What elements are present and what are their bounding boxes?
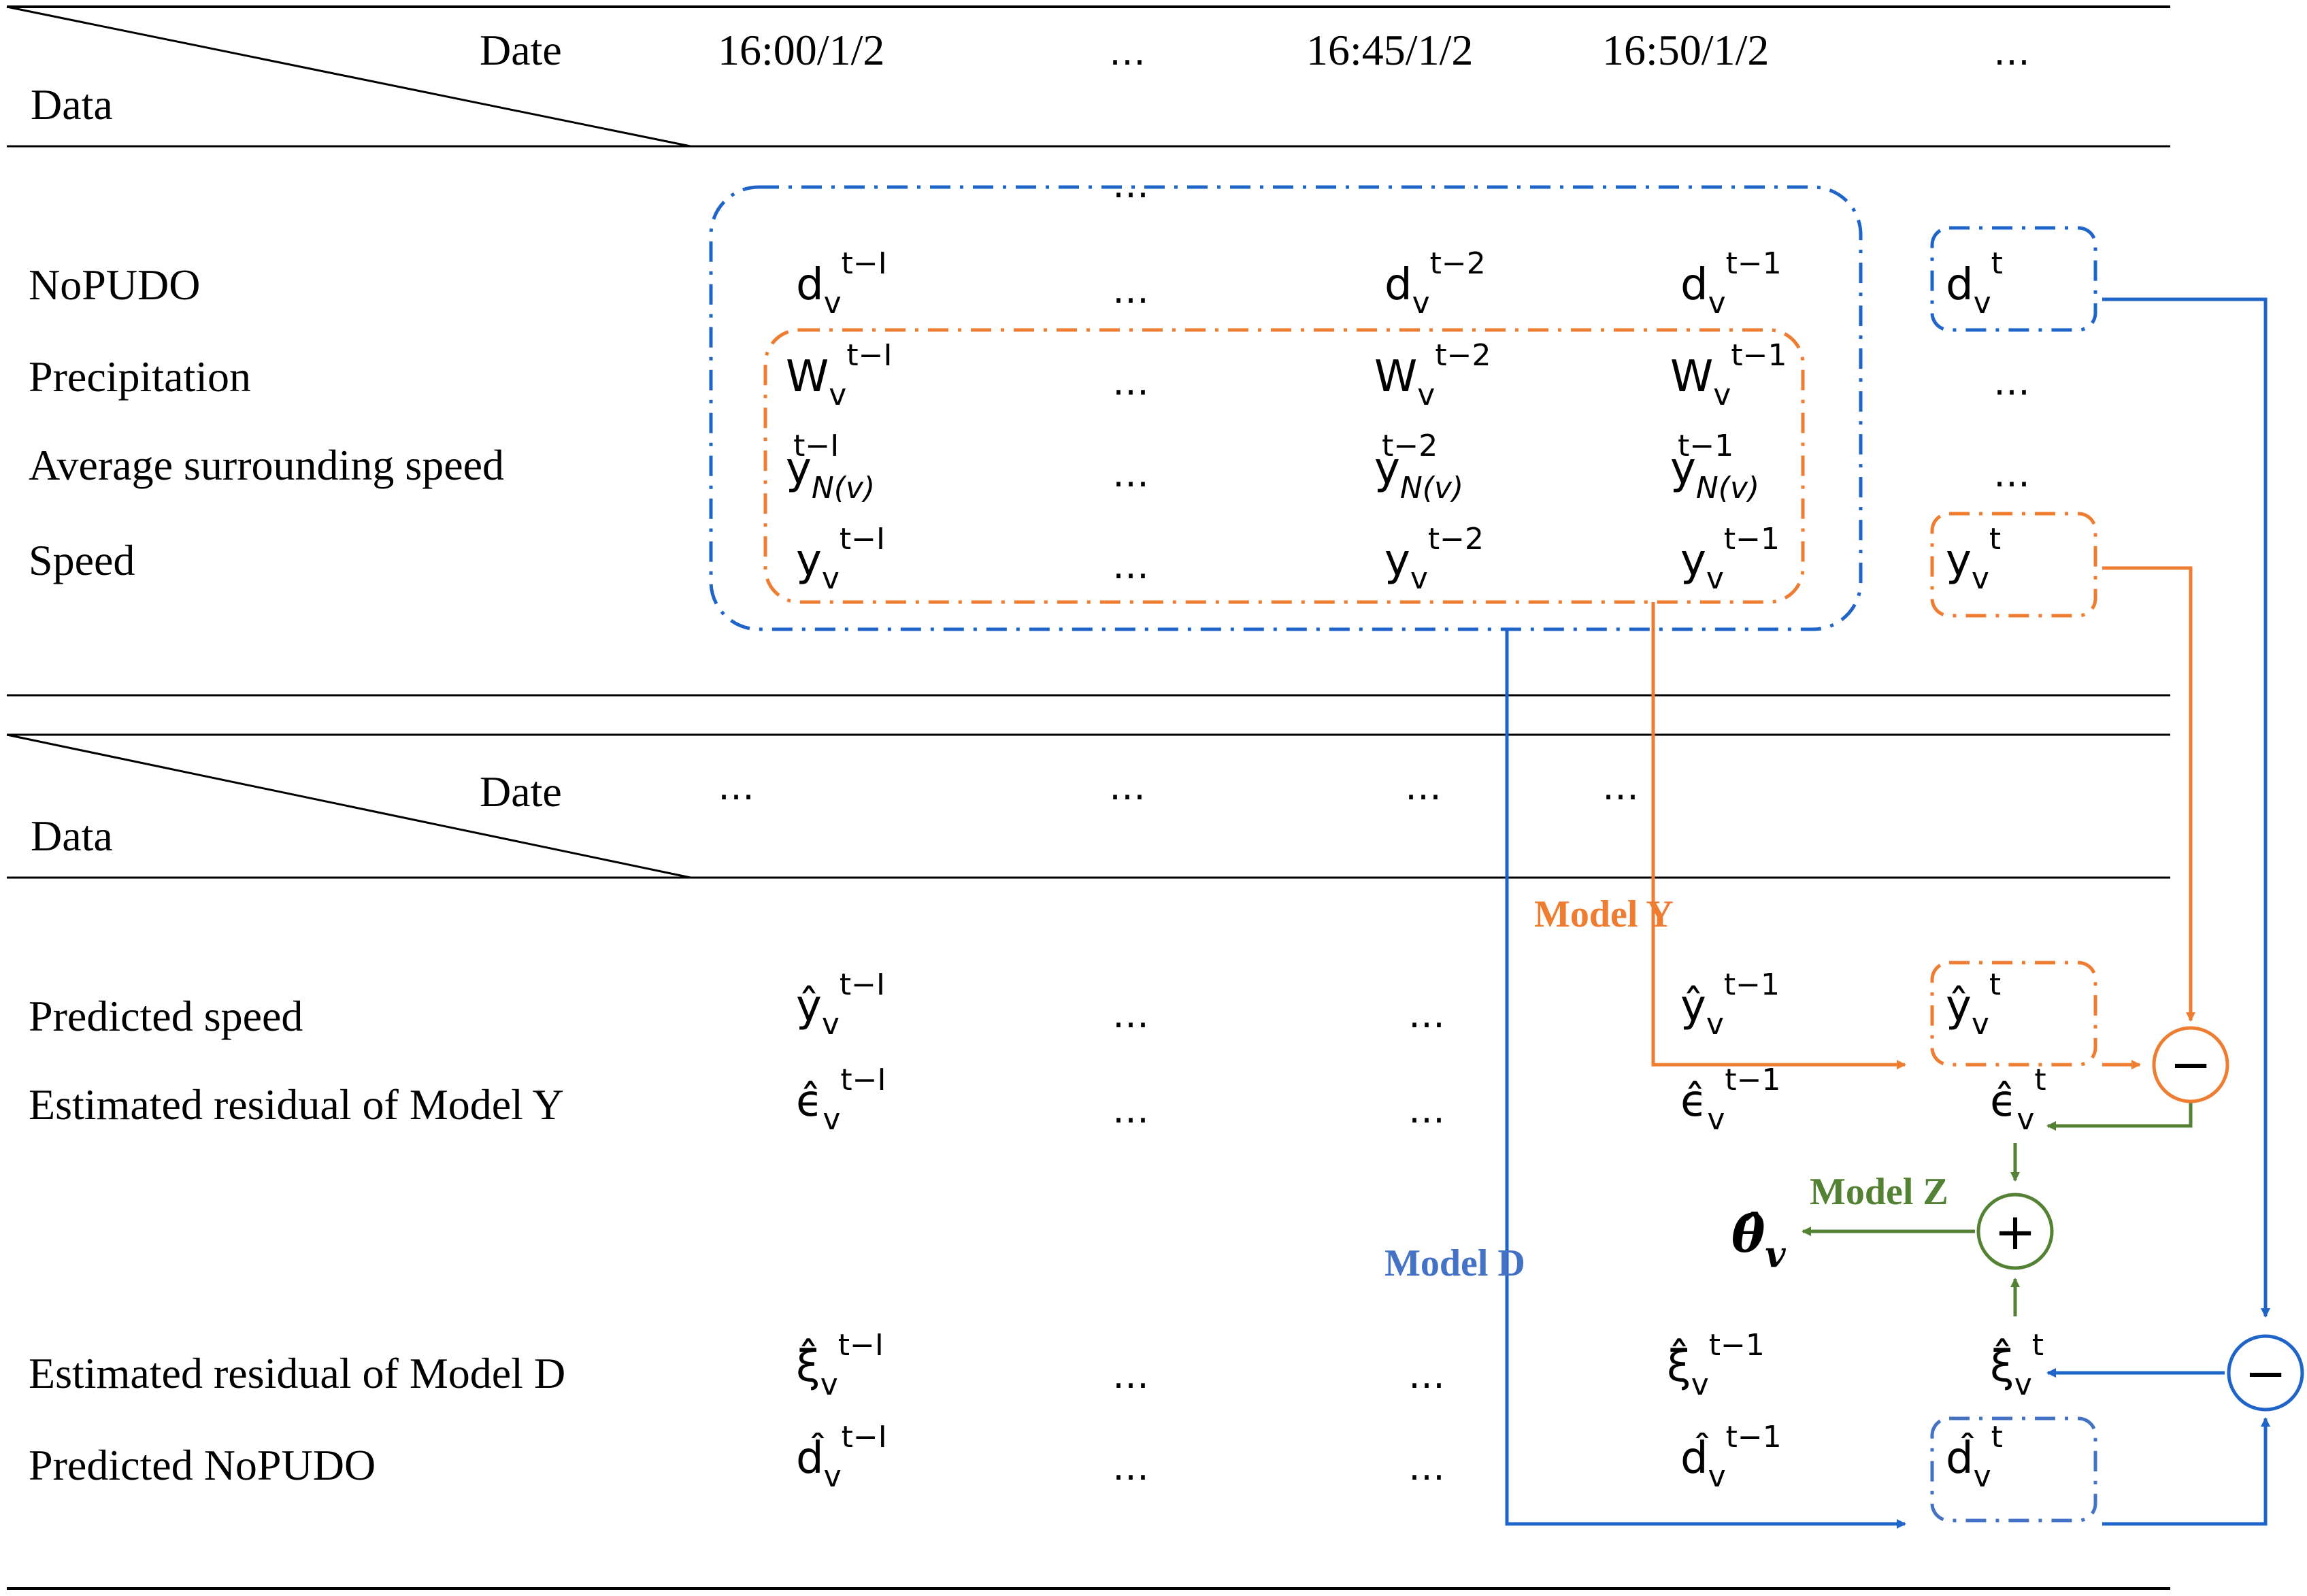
plus-node: + xyxy=(1976,1193,2054,1270)
ellipsis: … xyxy=(1112,452,1149,495)
time-column-header: … xyxy=(1405,765,1442,808)
row-label-precipitation: Precipitation xyxy=(29,352,251,401)
precipitation-cell: Wvt−I xyxy=(786,338,892,412)
time-column-header: … xyxy=(1109,31,1146,73)
date-header-label: Date xyxy=(480,767,562,816)
ellipsis: … xyxy=(1112,544,1149,587)
speed-cell: yvt−1 xyxy=(1680,522,1780,596)
nopudo-cell: dvt−2 xyxy=(1384,246,1486,320)
residual-y-cell: ϵ̂vt−1 xyxy=(1680,1063,1781,1137)
ellipsis: … xyxy=(1408,1446,1445,1489)
time-column-header: … xyxy=(1109,765,1146,808)
avg-surrounding-speed-cell: yN(v)t−1 xyxy=(1670,429,1759,505)
predicted-speed-cell: ŷvt−1 xyxy=(1680,967,1780,1042)
ellipsis: … xyxy=(1112,993,1149,1036)
speed-target-cell: yvt xyxy=(1946,522,2001,596)
speed-to-minus-arrow xyxy=(2102,566,2195,1022)
time-column-header: 16:50/1/2 xyxy=(1602,26,1769,74)
residual-y-cell: ϵ̂vt−I xyxy=(796,1063,886,1137)
residual-y-target-cell: ϵ̂vt xyxy=(1990,1063,2046,1137)
row-label-predicted-nopudo: Predicted NoPUDO xyxy=(29,1441,376,1489)
nopudo-cell: dvt−I xyxy=(796,246,887,320)
ellipsis: … xyxy=(1408,1088,1445,1131)
residual-d-cell: ξ̂vt−1 xyxy=(1667,1328,1765,1402)
avg-surrounding-speed-cell: yN(v)t−I xyxy=(786,429,875,505)
time-column-header: 16:00/1/2 xyxy=(718,26,884,74)
predicted-nopudo-target-cell: d̂vt xyxy=(1946,1420,2003,1494)
ellipsis: … xyxy=(1112,163,1149,206)
ellipsis: … xyxy=(1408,1354,1445,1397)
minus-icon: − xyxy=(2244,1344,2287,1403)
ellipsis: … xyxy=(1408,993,1445,1036)
model-d-input-box xyxy=(709,185,1863,631)
model-y-input-box xyxy=(763,328,1805,604)
predicted-nopudo-to-minus-arrow xyxy=(2102,1417,2270,1526)
row-label-predicted-speed: Predicted speed xyxy=(29,992,303,1040)
precipitation-cell: Wvt−1 xyxy=(1670,338,1787,412)
row-label-nopudo: NoPUDO xyxy=(29,261,200,309)
data-header-label: Data xyxy=(31,812,113,860)
ellipsis: … xyxy=(1112,1088,1149,1131)
plus-icon: + xyxy=(1994,1203,2036,1261)
model-z-label: Model Z xyxy=(1810,1171,1948,1213)
residual-d-cell: ξ̂vt−I xyxy=(796,1328,884,1402)
model-y-label: Model Y xyxy=(1534,893,1674,935)
ellipsis: … xyxy=(1993,361,2030,403)
time-column-header: … xyxy=(718,765,754,808)
row-label-residual-model-d: Estimated residual of Model D xyxy=(29,1349,565,1397)
nopudo-target-cell: dvt xyxy=(1946,246,2003,320)
minus-y-node: − xyxy=(2152,1026,2229,1103)
nopudo-cell: dvt−1 xyxy=(1680,246,1782,320)
predicted-speed-target-box xyxy=(1930,961,2097,1067)
ellipsis: … xyxy=(1993,452,2030,495)
header-diagonal xyxy=(6,733,691,879)
ellipsis: … xyxy=(1112,361,1149,403)
model-y-arrow xyxy=(1651,602,1906,1069)
time-column-header: … xyxy=(1602,765,1639,808)
ellipsis: … xyxy=(1112,1354,1149,1397)
predicted-nopudo-cell: d̂vt−1 xyxy=(1680,1420,1782,1494)
model-d-label: Model D xyxy=(1384,1242,1525,1284)
date-header-label: Date xyxy=(480,26,562,74)
row-label-residual-model-y: Estimated residual of Model Y xyxy=(29,1080,564,1129)
predicted-nopudo-target-box xyxy=(1930,1416,2097,1523)
row-label-avg-surrounding-speed: Average surrounding speed xyxy=(29,441,504,489)
theta-output: θ̂v xyxy=(1731,1206,1786,1276)
data-header-label: Data xyxy=(31,80,113,129)
bottom-table: Date Data … … … … Predicted speed Estima… xyxy=(6,733,2170,1590)
speed-cell: yvt−2 xyxy=(1384,522,1484,596)
predicted-speed-cell: ŷvt−I xyxy=(796,967,885,1042)
row-label-speed: Speed xyxy=(29,536,135,584)
time-column-header: 16:45/1/2 xyxy=(1306,26,1473,74)
predicted-nopudo-cell: d̂vt−I xyxy=(796,1420,887,1494)
minus-icon: − xyxy=(2170,1035,2212,1094)
nopudo-target-box xyxy=(1930,226,2097,332)
avg-surrounding-speed-cell: yN(v)t−2 xyxy=(1374,429,1463,505)
top-table: Date Data 16:00/1/2 … 16:45/1/2 16:50/1/… xyxy=(6,5,2170,697)
minus-d-node: − xyxy=(2227,1334,2304,1412)
model-d-arrow xyxy=(1505,629,1906,1529)
speed-cell: yvt−I xyxy=(796,522,885,596)
residual-d-target-cell: ξ̂vt xyxy=(1990,1328,2044,1402)
ellipsis: … xyxy=(1112,1446,1149,1489)
time-column-header: … xyxy=(1993,31,2030,73)
nopudo-to-minus-arrow xyxy=(2102,297,2270,1318)
precipitation-cell: Wvt−2 xyxy=(1374,338,1491,412)
ellipsis: … xyxy=(1112,269,1149,312)
minus-to-residual-y-arrow xyxy=(2046,1102,2193,1131)
header-diagonal xyxy=(6,5,691,148)
predicted-speed-target-cell: ŷvt xyxy=(1946,967,2001,1042)
speed-target-box xyxy=(1930,512,2097,618)
